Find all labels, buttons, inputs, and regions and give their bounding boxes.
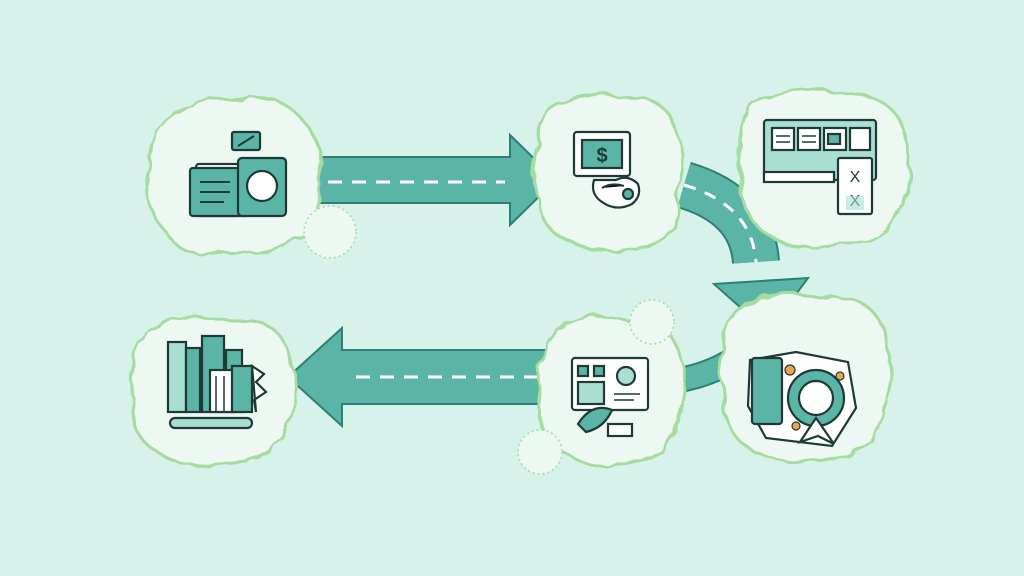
arrow-step1-to-step2	[317, 132, 558, 228]
dollar-symbol: $	[596, 145, 607, 167]
x-mark: X	[850, 169, 861, 186]
approval-board-icon: X X	[762, 118, 878, 216]
laptop-dashboard-icon	[570, 356, 650, 438]
hand-payment-icon: $	[572, 130, 641, 209]
rocket-target-icon	[746, 350, 858, 448]
buildings-archive-icon	[166, 334, 268, 430]
arrow-step5-to-step6	[286, 325, 549, 429]
camera-documents-icon	[188, 130, 288, 218]
